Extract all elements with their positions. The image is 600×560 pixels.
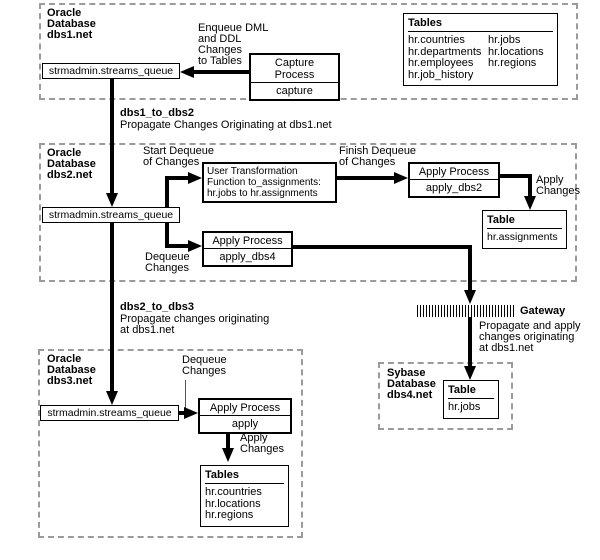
apply-process-dbs2-title: Apply Process — [418, 166, 490, 178]
dbs3-apply-changes-label: Apply Changes — [240, 432, 285, 455]
dbs2-streams-queue-box: strmadmin.streams_queue — [42, 207, 180, 223]
line-applydbs4-right — [291, 245, 472, 249]
arrowhead-into-apply-dbs3 — [184, 407, 198, 419]
apply-process-dbs3-box: Apply Process apply — [198, 398, 292, 434]
apply-process-dbs4-name: apply_dbs4 — [204, 248, 291, 265]
apply-process-dbs2-name: apply_dbs2 — [410, 179, 498, 196]
dbs3-region — [38, 349, 303, 538]
dbs2-title: Oracle Database dbs2.net — [47, 147, 96, 181]
line-queue1-to-queue2 — [110, 79, 114, 193]
line-applydbs2-down — [528, 174, 532, 196]
arrowhead-into-applydbs4 — [188, 240, 202, 252]
arrowhead-into-hrjobs — [464, 366, 476, 380]
line-queue2-up-elbow — [165, 178, 169, 207]
dbs3-streams-queue-box: strmadmin.streams_queue — [40, 405, 179, 421]
dbs3-tables-box: Tables hr.countries hr.locations hr.regi… — [200, 465, 289, 527]
dbs1-title: Oracle Database dbs1.net — [47, 7, 96, 41]
dbs1-tables-box: Tables hr.countries hr.departments hr.em… — [403, 13, 558, 86]
dbs4-table-jobs-box: Table hr.jobs — [443, 380, 499, 419]
gateway-desc: Propagate and apply changes originating … — [479, 320, 581, 354]
propagation-dbs2-to-dbs3-name: dbs2_to_dbs3 — [120, 301, 194, 313]
capture-process-box: Capture Process capture — [249, 53, 340, 101]
line-apply-to-tables-dbs3 — [226, 428, 230, 448]
dbs3-tables-heading: Tables — [205, 469, 284, 484]
dbs1-tables-col2: hr.jobs hr.locations hr.regions — [488, 34, 544, 69]
line-down-to-gateway — [468, 245, 472, 290]
dbs4-table-jobs-heading: Table — [448, 384, 494, 399]
dbs3-tables-rows: hr.countries hr.locations hr.regions — [205, 486, 262, 521]
line-queue3-to-apply — [177, 411, 186, 415]
dbs1-tables-heading: Tables — [408, 17, 553, 32]
dbs1-streams-queue-box: strmadmin.streams_queue — [42, 63, 180, 79]
table-assignments-rows: hr.assignments — [487, 231, 558, 243]
line-gateway-down — [468, 317, 472, 366]
capture-process-name: capture — [251, 82, 338, 99]
arrowhead-into-transformation — [188, 172, 202, 184]
dbs2-apply-changes-label: Apply Changes — [536, 174, 581, 197]
apply-process-dbs4-title: Apply Process — [212, 235, 283, 247]
line-queue2-to-transformation — [165, 176, 188, 180]
dbs2-region — [39, 143, 577, 282]
arrowhead-into-queue2 — [106, 193, 118, 207]
dbs3-title: Oracle Database dbs3.net — [47, 353, 96, 387]
user-transformation-box: User Transformation Function to_assignme… — [202, 162, 337, 203]
line-transformation-to-applydbs2 — [331, 176, 394, 180]
dbs3-dequeue-label: Dequeue Changes — [182, 354, 227, 377]
line-queue2-to-queue3 — [110, 222, 114, 391]
propagation-dbs2-to-dbs3-desc: Propagate changes originating at dbs1.ne… — [120, 313, 270, 336]
dbs2-dequeue-label: Dequeue Changes — [145, 251, 190, 274]
finish-dequeue-label: Finish Dequeue of Changes — [339, 145, 417, 168]
line-applydbs2-right — [498, 174, 532, 178]
gateway-hatch — [417, 305, 515, 317]
dbs4-region — [378, 362, 513, 430]
line-queue2-to-applydbs4 — [165, 244, 188, 248]
start-dequeue-label: Start Dequeue of Changes — [143, 145, 214, 168]
apply-process-dbs3-name: apply — [200, 415, 290, 432]
arrowhead-into-queue3 — [106, 391, 118, 405]
table-assignments-heading: Table — [487, 214, 562, 229]
line-capture-to-queue — [194, 70, 249, 74]
apply-process-dbs2-box: Apply Process apply_dbs2 — [408, 162, 500, 198]
arrowhead-into-assignments — [524, 196, 536, 210]
arrowhead-capture-to-queue — [180, 66, 194, 78]
gateway-label: Gateway — [520, 305, 566, 317]
capture-process-title: Capture Process — [274, 57, 315, 81]
apply-process-dbs3-title: Apply Process — [209, 402, 281, 414]
apply-process-dbs4-box: Apply Process apply_dbs4 — [202, 231, 293, 267]
arrowhead-into-tables-dbs3 — [222, 448, 234, 462]
propagation-dbs1-to-dbs2-desc: Propagate Changes Originating at dbs1.ne… — [120, 119, 332, 131]
arrowhead-into-applydbs2 — [394, 172, 408, 184]
line-queue2-down-elbow — [165, 222, 169, 248]
dbs4-title: Sybase Database dbs4.net — [387, 367, 436, 401]
dbs3-dequeue-leader-line — [185, 380, 186, 410]
dbs1-tables-col1: hr.countries hr.departments hr.employees… — [408, 34, 482, 81]
table-assignments-box: Table hr.assignments — [482, 210, 567, 249]
arrowhead-into-gateway — [464, 290, 476, 304]
enqueue-changes-label: Enqueue DML and DDL Changes to Tables — [198, 22, 269, 67]
propagation-dbs1-to-dbs2-name: dbs1_to_dbs2 — [120, 107, 194, 119]
dbs4-table-jobs-rows: hr.jobs — [448, 401, 481, 413]
